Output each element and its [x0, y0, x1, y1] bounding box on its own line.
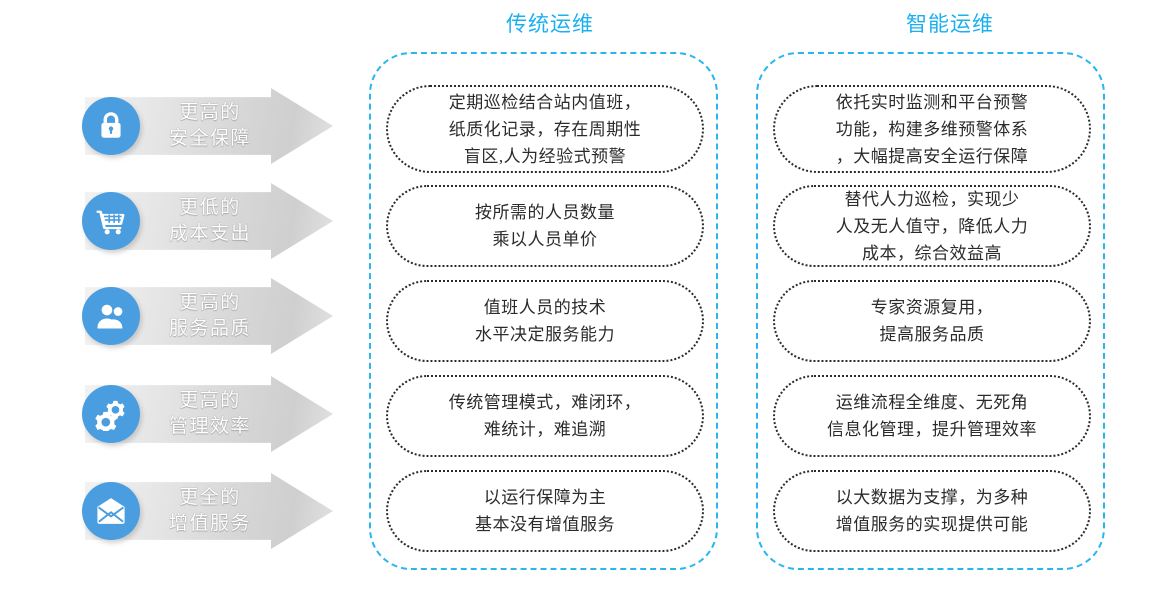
benefit-arrow-row: 更高的安全保障	[0, 88, 345, 164]
content-card-line: 信息化管理，提升管理效率	[827, 420, 1037, 439]
content-card-line: 人及无人值守，降低人力	[835, 216, 1029, 236]
users-icon	[82, 287, 140, 345]
benefit-label: 更高的安全保障	[140, 99, 280, 153]
benefit-label: 更低的成本支出	[140, 194, 280, 248]
content-card-text: 以运行保障为主基本没有增值服务	[475, 484, 615, 538]
content-card-line: ，大幅提高安全运行保障	[835, 146, 1029, 166]
column-header-intelligent: 智能运维	[906, 12, 994, 36]
benefit-arrow-row: 更高的服务品质	[0, 278, 345, 354]
shopping-cart-icon	[82, 192, 140, 250]
envelope-icon	[82, 482, 140, 540]
benefit-label-line2: 成本支出	[168, 223, 251, 244]
content-card-line: 定期巡检结合站内值班，	[448, 92, 642, 112]
content-card-line: 难统计，难追溯	[483, 420, 607, 439]
content-card-line: 运维流程全维度、无死角	[835, 393, 1029, 412]
content-card-line: 基本没有增值服务	[475, 515, 615, 534]
content-card-text: 专家资源复用， 提高服务品质	[871, 294, 994, 348]
content-card-line: 以运行保障为主	[483, 488, 607, 507]
content-card-text: 按所需的人员数量乘以人员单价	[475, 199, 615, 253]
benefit-arrow-row: 更低的成本支出	[0, 183, 345, 259]
content-card: 运维流程全维度、无死角信息化管理，提升管理效率	[773, 375, 1091, 457]
benefit-label-line1: 更高的	[179, 390, 241, 411]
benefit-label-line2: 管理效率	[168, 416, 251, 437]
content-card-line: 按所需的人员数量	[475, 203, 615, 222]
benefit-label-line1: 更全的	[179, 487, 241, 508]
benefit-label-line2: 安全保障	[168, 128, 251, 149]
content-card-line: 盲区,人为经验式预警	[463, 146, 627, 166]
content-card-text: 依托实时监测和平台预警功能，构建多维预警体系 ，大幅提高安全运行保障	[836, 89, 1029, 170]
content-card: 替代人力巡检，实现少人及无人值守，降低人力成本，综合效益高	[773, 185, 1091, 267]
content-card-text: 传统管理模式，难闭环， 难统计，难追溯	[449, 389, 642, 443]
benefit-label-line2: 服务品质	[168, 318, 251, 339]
content-card-text: 值班人员的技术水平决定服务能力	[475, 294, 615, 348]
content-card: 专家资源复用， 提高服务品质	[773, 280, 1091, 362]
content-card-text: 运维流程全维度、无死角信息化管理，提升管理效率	[827, 389, 1037, 443]
gears-icon	[82, 385, 140, 443]
benefit-label-line1: 更低的	[179, 197, 241, 218]
benefit-label-line1: 更高的	[179, 292, 241, 313]
content-card-line: 依托实时监测和平台预警	[835, 92, 1029, 112]
content-card: 传统管理模式，难闭环， 难统计，难追溯	[386, 375, 704, 457]
lock-icon	[82, 97, 140, 155]
content-card-line: 替代人力巡检，实现少	[844, 189, 1020, 209]
benefit-label: 更高的管理效率	[140, 387, 280, 441]
content-card: 值班人员的技术水平决定服务能力	[386, 280, 704, 362]
content-card: 依托实时监测和平台预警功能，构建多维预警体系 ，大幅提高安全运行保障	[773, 85, 1091, 173]
column-header-traditional: 传统运维	[506, 12, 594, 36]
benefit-label: 更全的增值服务	[140, 484, 280, 538]
content-card-line: 提高服务品质	[879, 325, 985, 344]
content-card-text: 定期巡检结合站内值班， 纸质化记录，存在周期性盲区,人为经验式预警	[449, 89, 642, 170]
benefits-arrow-column: 更高的安全保障更低的成本支出更高的服务品质更高的管理效率更全的增值服务	[0, 0, 345, 590]
content-card: 按所需的人员数量乘以人员单价	[386, 185, 704, 267]
content-card-text: 以大数据为支撑，为多种增值服务的实现提供可能	[836, 484, 1029, 538]
content-card: 定期巡检结合站内值班， 纸质化记录，存在周期性盲区,人为经验式预警	[386, 85, 704, 173]
content-card-line: 增值服务的实现提供可能	[835, 515, 1029, 534]
content-card-line: 值班人员的技术	[483, 298, 607, 317]
benefit-label: 更高的服务品质	[140, 289, 280, 343]
panel-traditional: 定期巡检结合站内值班，纸质化记录，存在周期性盲区,人为经验式预警按所需的人员数量…	[369, 52, 718, 570]
content-card-line: 纸质化记录，存在周期性	[448, 119, 642, 139]
content-card-line: 以大数据为支撑，为多种	[835, 488, 1029, 507]
content-card-line: 成本，综合效益高	[862, 243, 1002, 263]
benefit-label-line2: 增值服务	[168, 513, 251, 534]
content-card-line: 乘以人员单价	[492, 230, 598, 249]
content-card-line: 水平决定服务能力	[475, 325, 615, 344]
benefit-arrow-row: 更全的增值服务	[0, 473, 345, 549]
content-card-line: 功能，构建多维预警体系	[835, 119, 1029, 139]
content-card: 以大数据为支撑，为多种增值服务的实现提供可能	[773, 470, 1091, 552]
content-card-text: 替代人力巡检，实现少人及无人值守，降低人力成本，综合效益高	[836, 186, 1029, 267]
content-card-line: 传统管理模式，难闭环，	[448, 393, 642, 412]
panel-intelligent: 依托实时监测和平台预警功能，构建多维预警体系，大幅提高安全运行保障替代人力巡检，…	[756, 52, 1105, 570]
content-card: 以运行保障为主基本没有增值服务	[386, 470, 704, 552]
content-card-line: 专家资源复用，	[870, 298, 994, 317]
benefit-arrow-row: 更高的管理效率	[0, 376, 345, 452]
benefit-label-line1: 更高的	[179, 102, 241, 123]
